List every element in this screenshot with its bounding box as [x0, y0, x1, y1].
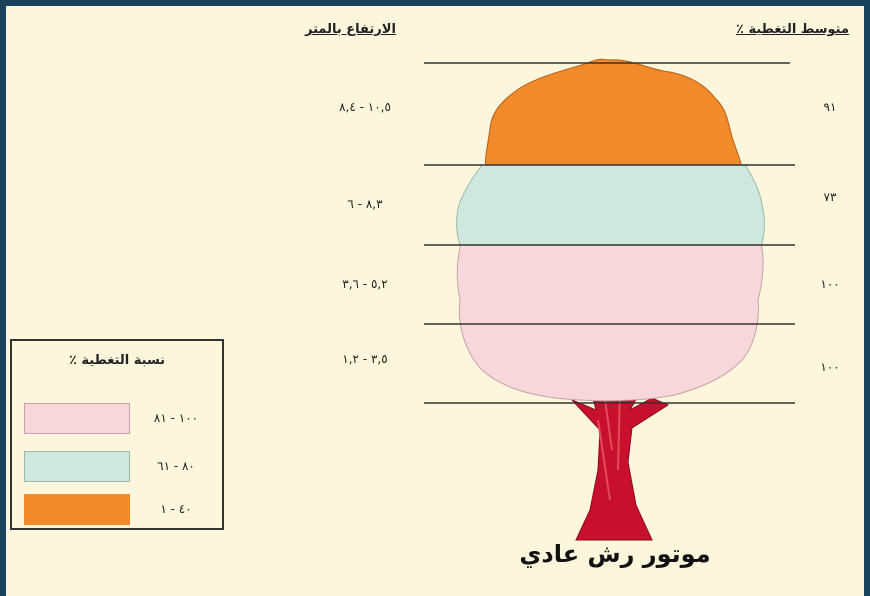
height-range-3: ٥,٢ - ٣,٦ — [342, 277, 388, 291]
avg-coverage-1: ٩١ — [823, 100, 837, 114]
legend-swatch-pink — [24, 403, 130, 434]
height-range-4: ٣,٥ - ١,٢ — [342, 352, 388, 366]
legend-swatch-blue — [24, 451, 130, 482]
crown-band-pink — [456, 245, 764, 402]
legend-label-3: ٤٠ - ١ — [160, 502, 192, 516]
legend-title: نسبة التغطية ٪ — [68, 353, 166, 368]
coverage-legend: نسبة التغطية ٪ ١٠٠ - ٨١ ٨٠ - ٦١ ٤٠ - ١ — [10, 339, 224, 530]
crown-band-blue — [456, 165, 765, 245]
legend-label-1: ١٠٠ - ٨١ — [153, 411, 199, 425]
height-range-2: ٨,٣ - ٦ — [347, 197, 383, 211]
height-range-1: ١٠,٥ - ٨,٤ — [339, 100, 391, 114]
crown-band-orange — [485, 58, 742, 165]
diagram-caption: موتور رش عادي — [519, 540, 711, 568]
avg-coverage-2: ٧٣ — [823, 190, 837, 204]
legend-swatch-orange — [24, 494, 130, 525]
avg-coverage-column-header: متوسط التغطية ٪ — [736, 22, 850, 37]
legend-label-2: ٨٠ - ٦١ — [157, 459, 195, 473]
height-column-header: الارتفاع بالمتر — [305, 22, 396, 37]
avg-coverage-4: ١٠٠ — [820, 360, 840, 374]
avg-coverage-3: ١٠٠ — [820, 277, 840, 291]
